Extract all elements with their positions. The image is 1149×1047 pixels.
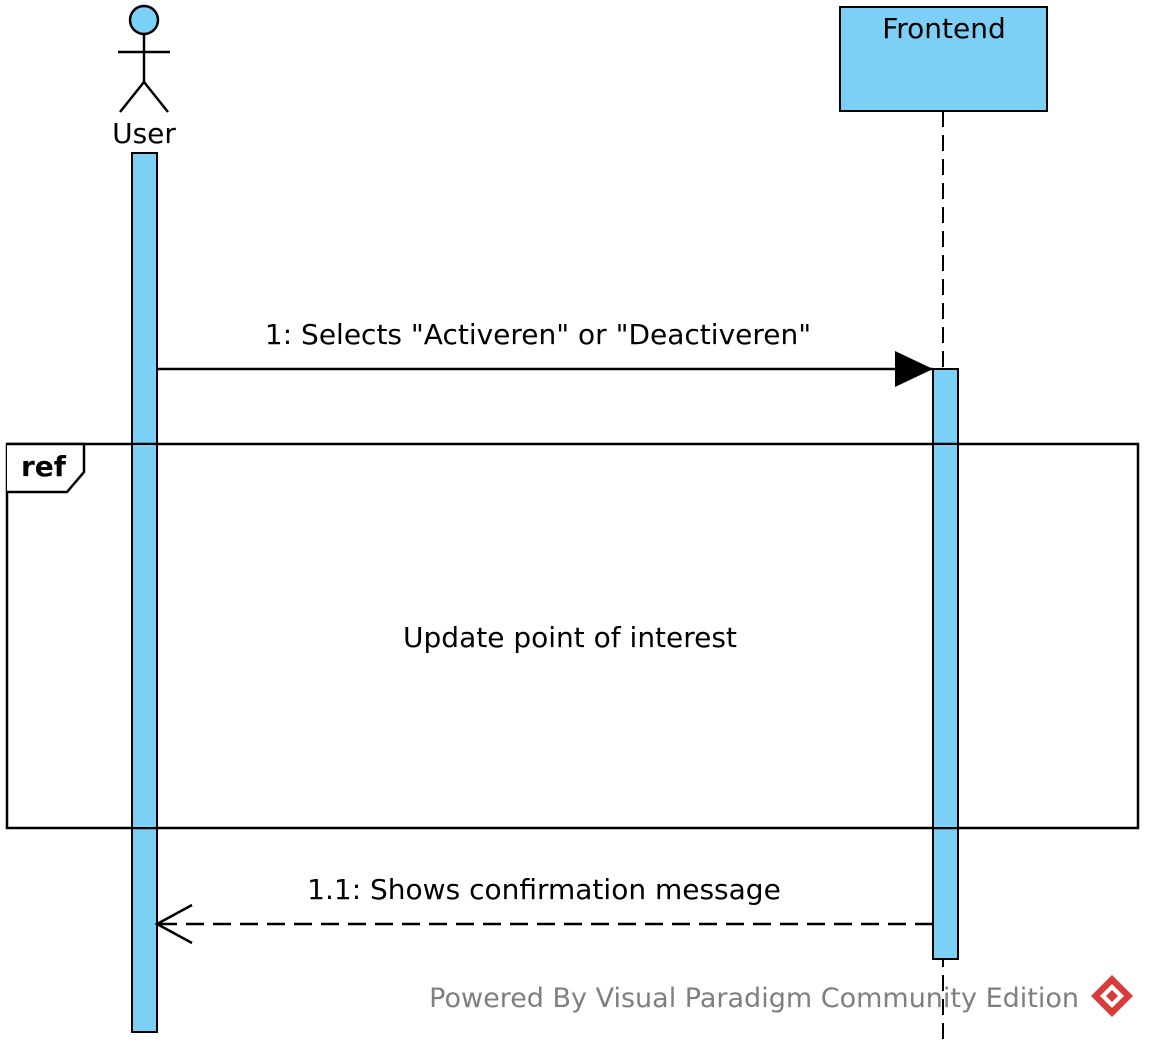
watermark-text: Powered By Visual Paradigm Community Edi…	[429, 983, 1079, 1014]
ref-frame-label: Update point of interest	[403, 621, 737, 654]
actor-name: User	[112, 117, 176, 150]
ref-frame-tag-pentagon	[7, 442, 86, 494]
actor-user[interactable]: User	[112, 4, 176, 150]
stick-figure-icon	[118, 4, 170, 113]
lifeline-head	[839, 6, 1048, 112]
visual-paradigm-logo-icon	[1091, 975, 1133, 1017]
ref-frame[interactable]: ref Update point of interest	[5, 442, 1140, 830]
watermark: Powered By Visual Paradigm Community Edi…	[429, 975, 1133, 1017]
user-activation-bar-overlap	[131, 443, 158, 829]
open-arrowhead-icon	[154, 903, 193, 945]
message-1-1-label: 1.1: Shows confirmation message	[307, 873, 781, 906]
ref-frame-tag: ref	[21, 450, 67, 483]
ref-frame-border	[5, 442, 1140, 830]
lifeline-name: Frontend	[882, 12, 1006, 45]
message-1[interactable]: 1: Selects "Activeren" or "Deactiveren"	[157, 318, 933, 387]
message-1-1[interactable]: 1.1: Shows confirmation message	[154, 873, 933, 945]
message-1-label: 1: Selects "Activeren" or "Deactiveren"	[265, 318, 811, 351]
frontend-activation-bar-overlap	[932, 443, 959, 829]
lifeline-frontend[interactable]: Frontend	[839, 6, 1048, 112]
